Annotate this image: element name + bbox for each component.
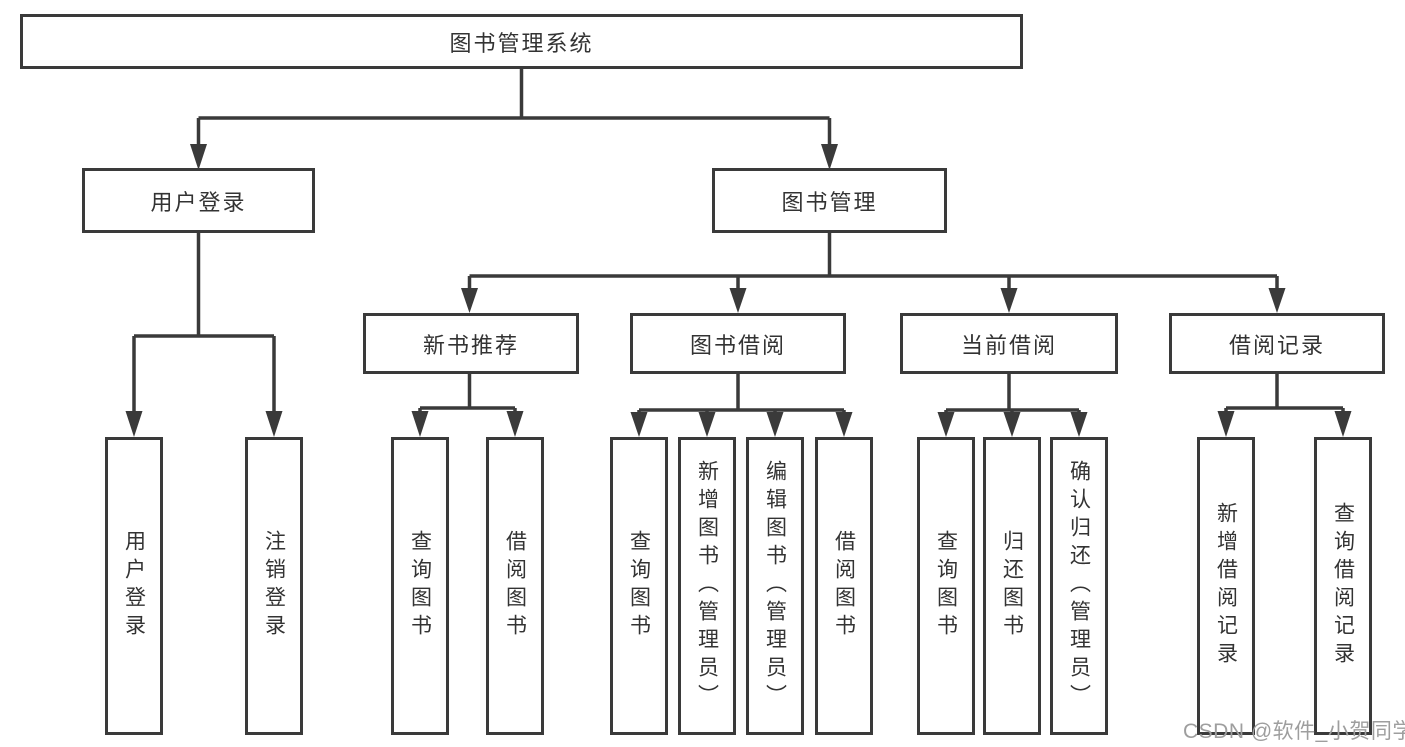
arrowhead [1000,288,1018,313]
leaf-user-login-label: 用户登录 [122,530,146,642]
arrowhead [1070,412,1088,437]
leaf-current-confirm-return: 确认归还（管理员） [1050,437,1108,735]
arrowhead [1003,412,1021,437]
leaf-records-query-record: 查询借阅记录 [1314,437,1372,735]
leaf-current-confirm-return-label: 确认归还（管理员） [1067,460,1091,712]
node-current-borrow-label: 当前借阅 [960,332,1057,358]
arrowhead [506,411,524,437]
leaf-borrow-borrow-books: 借阅图书 [815,437,873,735]
node-user-login-label: 用户登录 [150,189,247,215]
arrowhead [461,288,478,313]
node-book-management: 图书管理 [712,168,947,233]
arrowhead [698,412,716,437]
leaf-recommend-query-books-label: 查询图书 [408,530,432,642]
leaf-borrow-edit-books: 编辑图书（管理员） [746,437,804,735]
arrowhead [125,411,143,437]
leaf-records-add-record: 新增借阅记录 [1197,437,1255,735]
node-book-borrow-label: 图书借阅 [689,332,786,358]
arrowhead [821,144,838,170]
node-root-label: 图书管理系统 [449,30,594,56]
arrowhead [1217,411,1235,437]
arrowhead [630,412,648,437]
leaf-current-query-books-label: 查询图书 [934,530,958,642]
node-book-management-label: 图书管理 [781,189,878,215]
leaf-current-return-books-label: 归还图书 [1000,530,1024,642]
node-root: 图书管理系统 [20,14,1023,69]
arrowhead [1268,288,1286,313]
node-user-login: 用户登录 [82,168,315,233]
leaf-borrow-query-books: 查询图书 [610,437,668,735]
node-new-book-recommend: 新书推荐 [363,313,579,374]
arrowhead [937,412,955,437]
leaf-current-return-books: 归还图书 [983,437,1041,735]
leaf-recommend-query-books: 查询图书 [391,437,449,735]
leaf-logout: 注销登录 [245,437,303,735]
leaf-current-query-books: 查询图书 [917,437,975,735]
node-book-borrow: 图书借阅 [630,313,846,374]
leaf-borrow-add-books-label: 新增图书（管理员） [695,460,719,712]
leaf-recommend-borrow-books: 借阅图书 [486,437,544,735]
leaf-borrow-edit-books-label: 编辑图书（管理员） [763,460,787,712]
node-borrow-records: 借阅记录 [1169,313,1385,374]
node-current-borrow: 当前借阅 [900,313,1118,374]
arrowhead [729,288,747,313]
leaf-records-add-record-label: 新增借阅记录 [1214,502,1238,670]
leaf-recommend-borrow-books-label: 借阅图书 [503,530,527,642]
arrowhead [1334,411,1352,437]
leaf-logout-label: 注销登录 [262,530,286,642]
arrowhead [411,411,429,437]
leaf-borrow-add-books: 新增图书（管理员） [678,437,736,735]
node-borrow-records-label: 借阅记录 [1228,332,1325,358]
leaf-borrow-borrow-books-label: 借阅图书 [832,530,856,642]
arrowhead [190,144,207,170]
node-new-book-recommend-label: 新书推荐 [422,332,519,358]
arrowhead [766,412,784,437]
arrowhead [265,411,283,437]
leaf-user-login: 用户登录 [105,437,163,735]
arrowhead [835,412,853,437]
leaf-records-query-record-label: 查询借阅记录 [1331,502,1355,670]
watermark: CSDN @软件_小贺同学 [1183,720,1405,743]
leaf-borrow-query-books-label: 查询图书 [627,530,651,642]
